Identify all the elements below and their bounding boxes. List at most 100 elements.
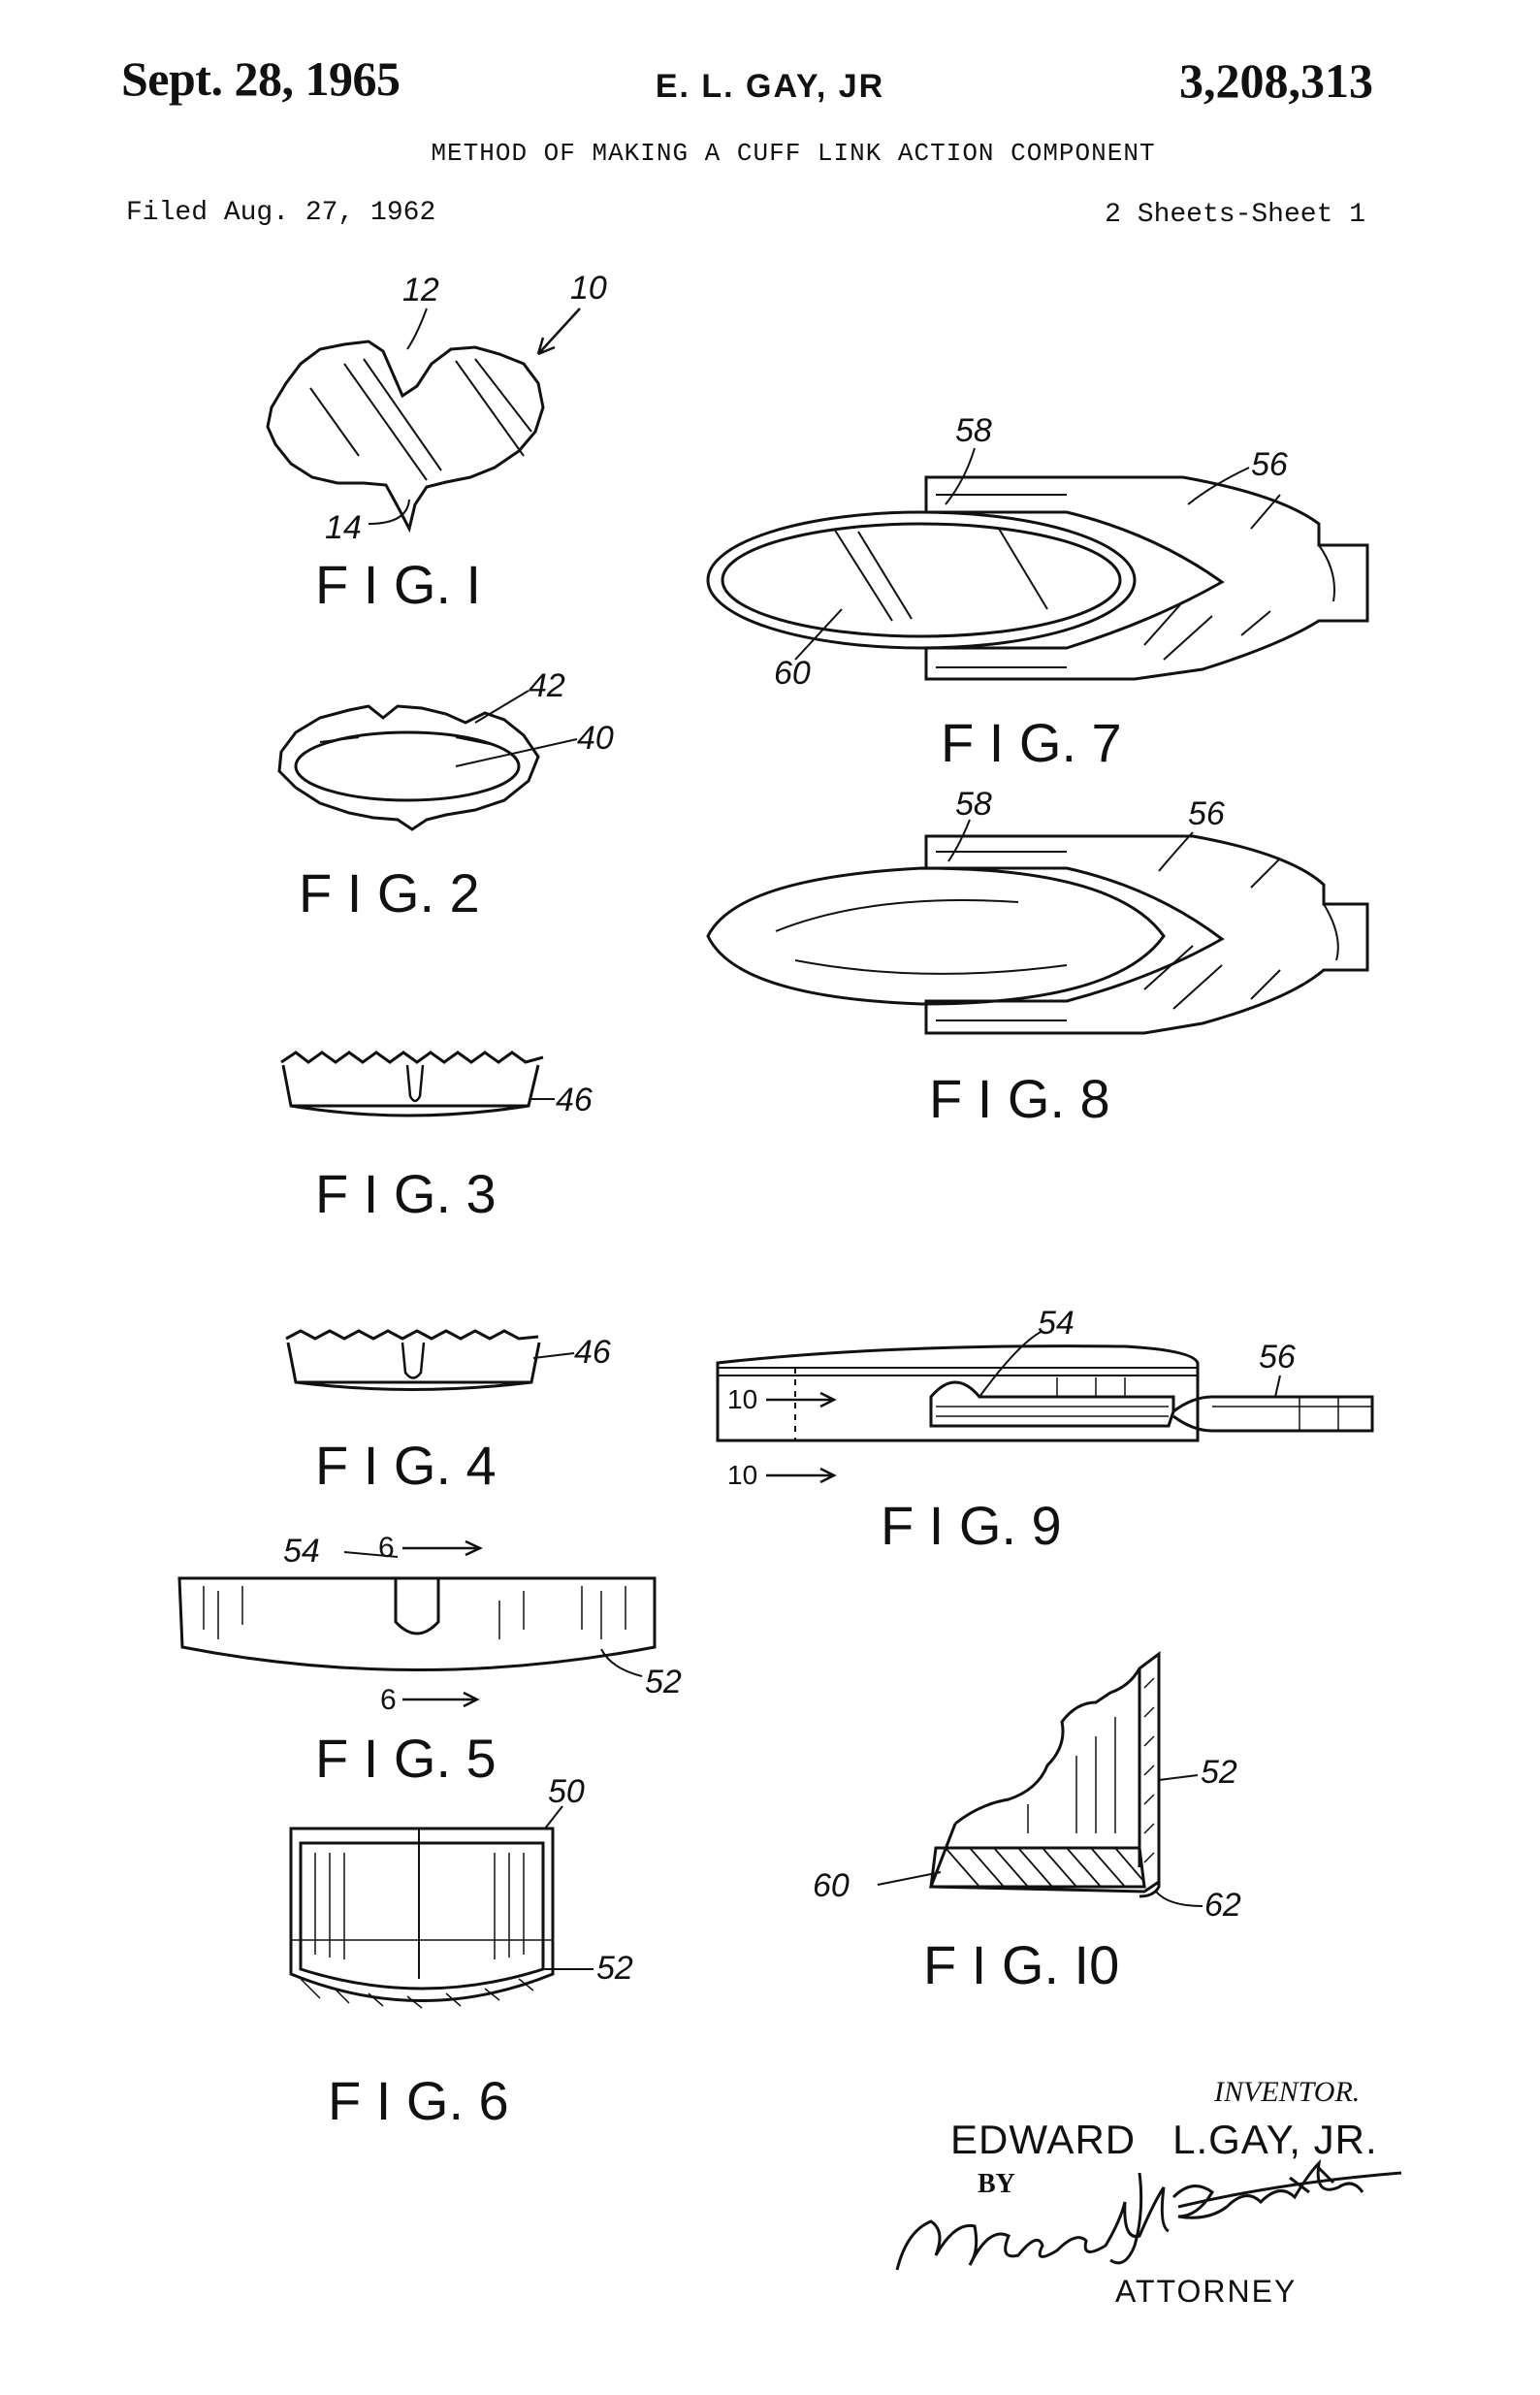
fig4-body: [286, 1342, 541, 1391]
fig9-stem-lines: [1212, 1397, 1372, 1431]
fig7-housing: [924, 475, 1369, 681]
fig8-leader-56: [1158, 831, 1194, 872]
fig4-notch: [401, 1342, 426, 1379]
fig9-ref-56: 56: [1259, 1339, 1296, 1376]
fig10-leader-60: [877, 1871, 942, 1886]
fig3-ref-46: 46: [556, 1082, 593, 1118]
fig1-shape: [266, 340, 545, 534]
fig8-leader-58: [947, 819, 971, 862]
fig9-arrow-10-bottom: [766, 1467, 837, 1484]
attorney-label: ATTORNEY: [1115, 2274, 1298, 2309]
fig10-wall: [1138, 1654, 1161, 1898]
fig8-hatch: [1143, 858, 1281, 1010]
fig10-ref-60: 60: [813, 1867, 850, 1904]
fig8-ref-58: 58: [955, 786, 992, 823]
fig1-arrow-10: [536, 307, 581, 356]
fig1-leader-14: [368, 499, 410, 525]
fig3-caption: F I G. 3: [315, 1163, 497, 1224]
fig1-hatch: [309, 358, 532, 481]
fig5-section-arrow-bottom: [402, 1691, 480, 1708]
fig10-wall-hatch: [1143, 1677, 1155, 1863]
fig6-hatch: [291, 1853, 553, 2009]
fig7-ref-58: 58: [955, 412, 992, 449]
sheet-info: 2 Sheets-Sheet 1: [1105, 200, 1365, 230]
fig5-body: [177, 1576, 657, 1671]
fig2-leader-40: [455, 738, 578, 767]
fig9-leader-56: [1274, 1375, 1281, 1398]
fig10-ref-52: 52: [1201, 1754, 1237, 1791]
fig7-leader-60: [794, 608, 843, 661]
fig6-caption: F I G. 6: [328, 2070, 509, 2131]
fig2-inner-oval: [294, 730, 521, 802]
fig9-arrow-10-top: [766, 1391, 837, 1408]
fig9-ref-54: 54: [1038, 1305, 1075, 1342]
fig4-rim: [285, 1329, 539, 1341]
fig3-rim: [280, 1051, 544, 1064]
fig6-ref-52: 52: [596, 1950, 633, 1987]
by-label: BY: [978, 2169, 1015, 2199]
fig7-ref-56: 56: [1251, 446, 1288, 483]
fig9-body: [716, 1344, 1200, 1442]
fig6-ref-50: 50: [548, 1773, 585, 1810]
fig4-leader-46: [532, 1352, 575, 1359]
fig7-ref-60: 60: [774, 655, 811, 692]
fig9-ref-10-bottom: 10: [727, 1460, 757, 1490]
fig4-caption: F I G. 4: [315, 1435, 497, 1496]
fig3-body: [281, 1064, 540, 1117]
fig8-lens: [706, 866, 1166, 1006]
fig7-leader-58: [945, 447, 976, 505]
fig10-caption: F I G. I0: [923, 1934, 1119, 1995]
fig7-lens-outer: [706, 510, 1137, 650]
fig6-inner: [299, 1841, 545, 1990]
figure-7: 58 56 60 F I G. 7: [706, 412, 1369, 773]
fig10-ref-62: 62: [1204, 1887, 1241, 1924]
fig5-notch: [394, 1578, 440, 1635]
figure-9: 54 56 10 10 F I G. 9: [716, 1305, 1374, 1556]
fig7-housing-inner: [936, 494, 1335, 668]
patent-number: 3,208,313: [1179, 53, 1373, 108]
fig9-ref-10-top: 10: [727, 1384, 757, 1414]
fig2-hatch: [319, 736, 496, 746]
inventor-label: INVENTOR.: [1214, 2076, 1361, 2108]
fig7-leader-56: [1187, 467, 1250, 505]
fig10-base-hatch: [945, 1847, 1145, 1888]
fig2-ref-40: 40: [577, 720, 614, 757]
fig7-caption: F I G. 7: [941, 712, 1122, 773]
fig8-caption: F I G. 8: [929, 1068, 1110, 1129]
fig6-leader-50: [544, 1805, 563, 1829]
fig1-leader-12: [406, 307, 428, 350]
figure-5: 54 6 6 52 F I G. 5: [177, 1532, 682, 1789]
fig7-hatch: [833, 494, 1281, 661]
fig2-caption: F I G. 2: [299, 862, 480, 923]
inventor-name: EDWARD L.GAY, JR.: [950, 2117, 1378, 2162]
figure-8: 58 56 F I G. 8: [706, 786, 1369, 1129]
attorney-signature: [895, 2158, 1402, 2271]
fig8-housing: [924, 834, 1369, 1035]
fig5-ref-6-bottom: 6: [380, 1684, 397, 1716]
fig3-notch: [405, 1064, 425, 1103]
fig1-ref-10: 10: [570, 270, 607, 307]
inventor-header: E. L. GAY, JR: [655, 68, 885, 105]
filed-date: Filed Aug. 27, 1962: [126, 198, 436, 228]
fig2-leader-42: [474, 690, 529, 724]
figure-3: 46 F I G. 3: [280, 1051, 593, 1224]
fig7-lens-inner: [721, 522, 1122, 638]
fig10-leader-62: [1155, 1891, 1203, 1907]
fig10-hatch: [1027, 1717, 1116, 1833]
fig6-cup: [289, 1827, 555, 2002]
fig9-slot: [929, 1380, 1175, 1428]
fig1-ref-12: 12: [402, 272, 439, 308]
figure-2: 42 40 F I G. 2: [277, 667, 614, 923]
fig5-ref-54: 54: [283, 1533, 320, 1570]
fig8-ref-56: 56: [1188, 795, 1225, 832]
fig2-ref-42: 42: [529, 667, 565, 704]
fig1-caption: F I G. I: [315, 554, 481, 615]
fig2-outline: [277, 704, 540, 831]
fig5-ref-6-top: 6: [378, 1532, 395, 1564]
fig5-leader-54: [343, 1551, 399, 1558]
fig5-ref-52: 52: [645, 1664, 682, 1700]
figure-6: 50 52 F I G. 6: [289, 1773, 633, 2131]
fig8-lens-inner: [775, 899, 1068, 975]
fig5-section-arrow-top: [402, 1539, 483, 1557]
